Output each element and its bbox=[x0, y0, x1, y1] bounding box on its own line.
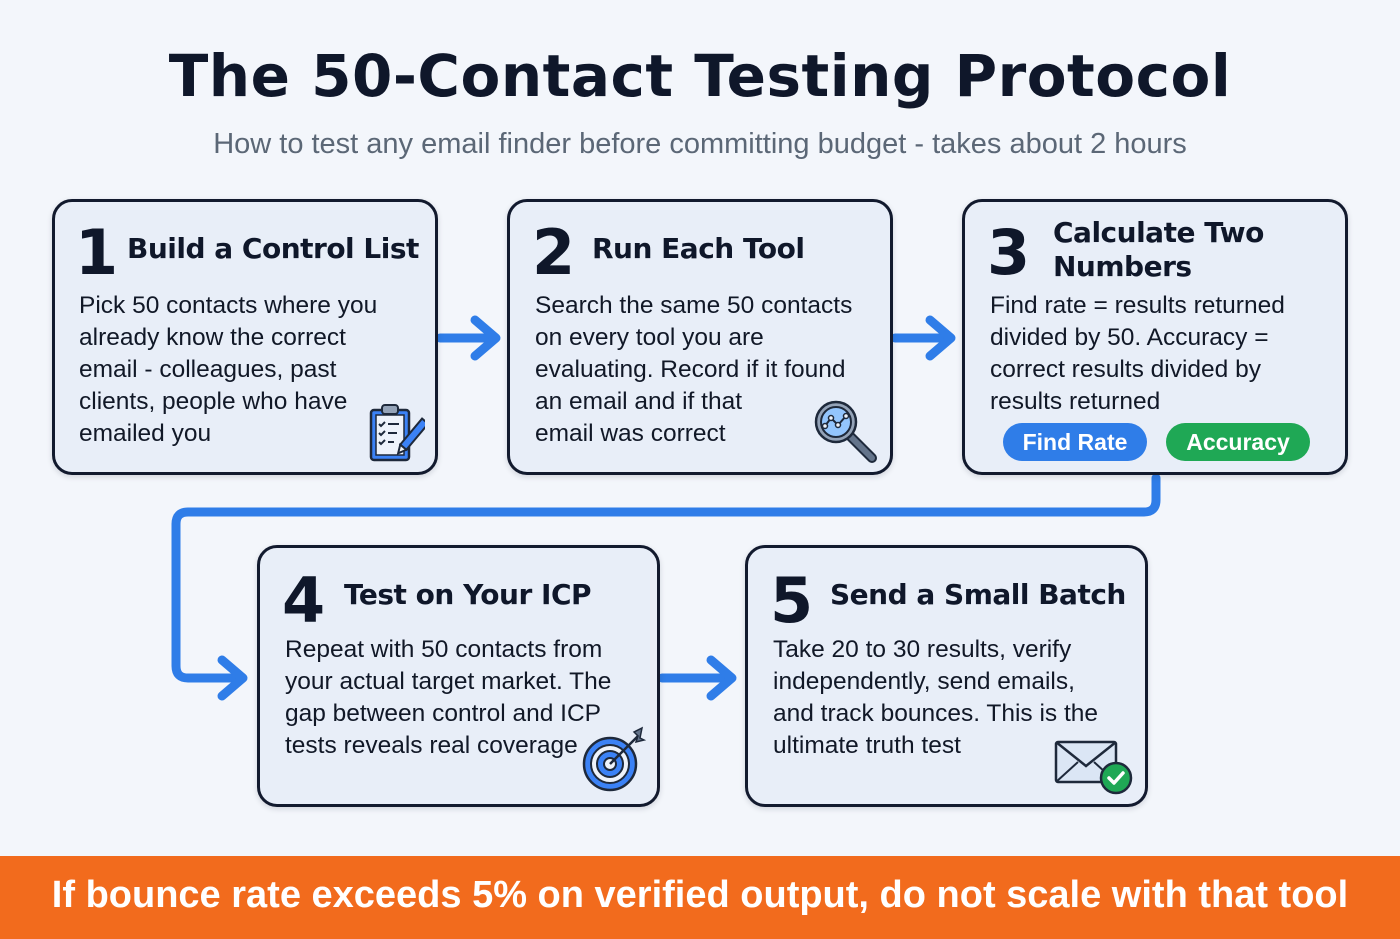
step-body: Take 20 to 30 results, verify independen… bbox=[773, 636, 1099, 759]
step-title: Run Each Tool bbox=[592, 232, 805, 265]
step-body: Search the same 50 contacts on every too… bbox=[535, 292, 853, 447]
page-title: The 50-Contact Testing Protocol bbox=[168, 42, 1232, 110]
step-number: 5 bbox=[770, 564, 814, 637]
warning-banner: If bounce rate exceeds 5% on verified ou… bbox=[0, 856, 1400, 939]
flow-arrows bbox=[171, 315, 1161, 701]
envelope-check-icon bbox=[1054, 740, 1133, 795]
warning-text: If bounce rate exceeds 5% on verified ou… bbox=[51, 874, 1349, 916]
step-title: Test on Your ICP bbox=[344, 578, 592, 611]
step-body: Repeat with 50 contacts from your actual… bbox=[285, 636, 612, 759]
step-card-2: 2 Run Each Tool Search the same 50 conta… bbox=[507, 199, 893, 475]
step-card-1: 1 Build a Control List Pick 50 contacts … bbox=[52, 199, 438, 475]
clipboard-checklist-icon bbox=[369, 404, 425, 462]
find-rate-badge: Find Rate bbox=[1003, 423, 1147, 461]
step-body: Find rate = results returned divided by … bbox=[990, 292, 1285, 415]
step-number: 4 bbox=[282, 564, 326, 637]
step-body: Pick 50 contacts where you already know … bbox=[79, 292, 378, 447]
target-icon bbox=[582, 726, 647, 792]
magnifier-chart-icon bbox=[814, 400, 877, 463]
accuracy-badge: Accuracy bbox=[1166, 423, 1310, 461]
step-title: Build a Control List bbox=[127, 232, 419, 265]
page-subtitle: How to test any email finder before comm… bbox=[213, 128, 1187, 160]
step-title: Calculate Two Numbers bbox=[1053, 216, 1264, 283]
step-number: 1 bbox=[75, 216, 119, 289]
step-title: Send a Small Batch bbox=[830, 578, 1126, 611]
step-card-4: 4 Test on Your ICP Repeat with 50 contac… bbox=[257, 545, 660, 807]
step-card-5: 5 Send a Small Batch Take 20 to 30 resul… bbox=[745, 545, 1148, 807]
step-card-3: 3 Calculate Two Numbers Find rate = resu… bbox=[962, 199, 1348, 475]
step-number: 3 bbox=[987, 216, 1031, 289]
step-number: 2 bbox=[532, 216, 576, 289]
